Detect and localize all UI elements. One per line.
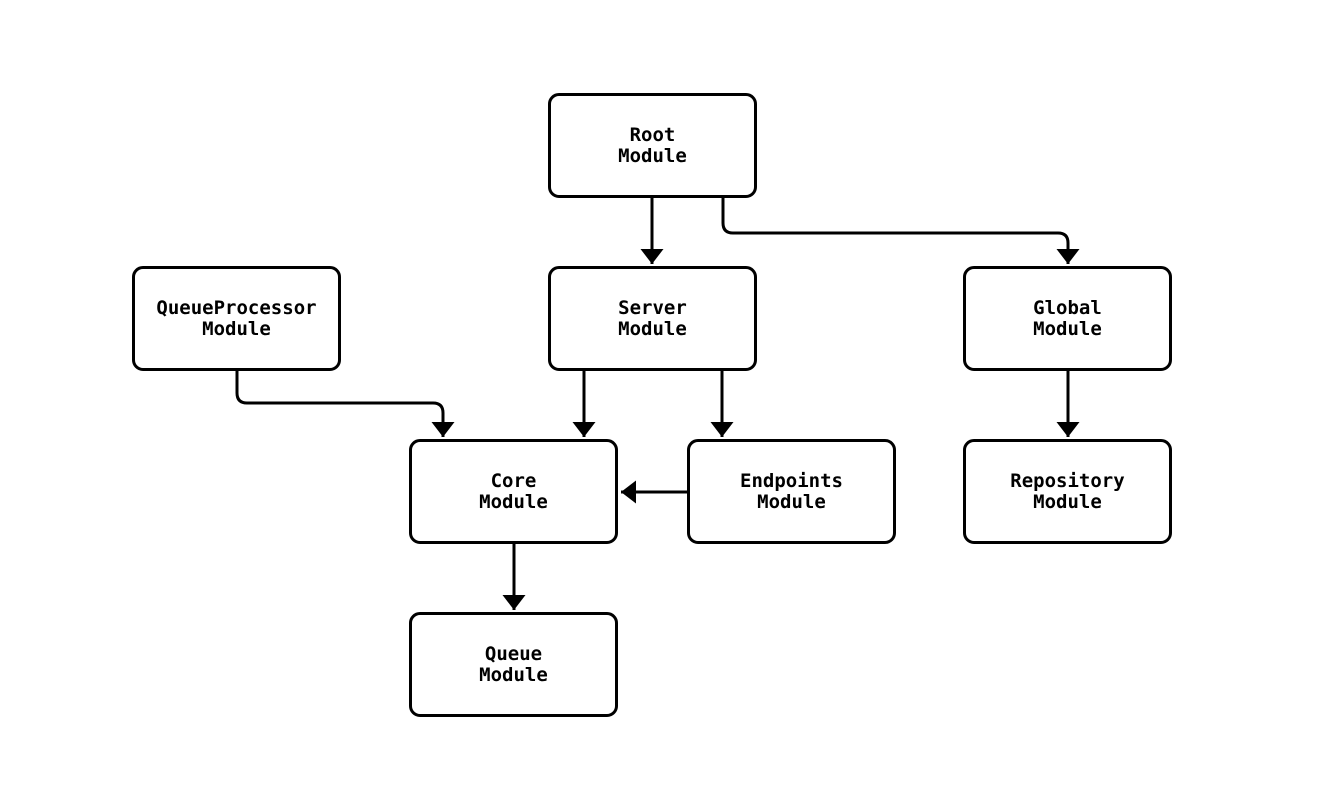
node-core-subtitle: Module xyxy=(479,490,548,513)
node-endpoints-subtitle: Module xyxy=(757,490,826,513)
node-queue-module: Queue Module xyxy=(409,612,618,717)
node-queueprocessor-title: QueueProcessor xyxy=(156,296,317,319)
node-server-module: Server Module xyxy=(548,266,757,371)
node-root-title: Root xyxy=(629,123,676,146)
edge-root-to-global-arrow xyxy=(721,198,1080,264)
node-queue-subtitle: Module xyxy=(479,663,548,686)
node-queueprocessor-subtitle: Module xyxy=(202,317,271,340)
node-repository-module: Repository Module xyxy=(963,439,1172,544)
node-core-module: Core Module xyxy=(409,439,618,544)
node-server-subtitle: Module xyxy=(618,317,687,340)
node-global-subtitle: Module xyxy=(1033,317,1102,340)
node-queue-title: Queue xyxy=(484,642,543,665)
edge-queueprocessor-to-core-arrow xyxy=(235,371,455,437)
node-repository-subtitle: Module xyxy=(1033,490,1102,513)
node-server-title: Server xyxy=(618,296,687,319)
node-global-title: Global xyxy=(1033,296,1102,319)
node-root-module: Root Module xyxy=(548,93,757,198)
node-endpoints-module: Endpoints Module xyxy=(687,439,896,544)
node-queueprocessor-module: QueueProcessor Module xyxy=(132,266,341,371)
node-global-module: Global Module xyxy=(963,266,1172,371)
node-root-subtitle: Module xyxy=(618,144,687,167)
node-repository-title: Repository xyxy=(1010,469,1125,492)
node-core-title: Core xyxy=(490,469,537,492)
node-endpoints-title: Endpoints xyxy=(740,469,843,492)
